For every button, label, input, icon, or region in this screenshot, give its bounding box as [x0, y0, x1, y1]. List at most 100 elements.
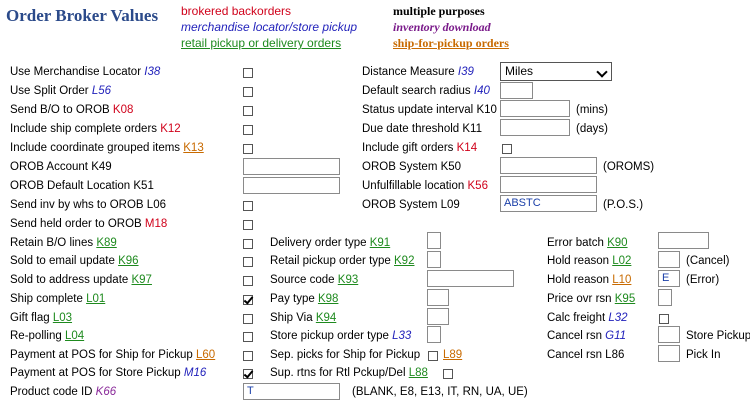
- legend-multiple-purposes: multiple purposes: [393, 4, 485, 18]
- product-code-options-note: (BLANK, E8, E13, IT, RN, UA, UE): [352, 386, 528, 398]
- include-gift-orders-label: Include gift orders K14: [362, 142, 478, 154]
- sold-to-address-checkbox[interactable]: [243, 276, 253, 286]
- page-title: Order Broker Values: [6, 6, 159, 25]
- re-polling-label: Re-polling L04: [10, 330, 85, 342]
- default-search-radius-input[interactable]: [500, 82, 533, 99]
- due-date-threshold-label: Due date threshold K11: [362, 123, 482, 135]
- include-gift-orders-checkbox[interactable]: [502, 144, 512, 154]
- use-merchandise-locator-label: Use Merchandise Locator I38: [10, 66, 161, 78]
- error-note: (Error): [686, 274, 720, 286]
- source-code-label: Source code K93: [270, 274, 359, 286]
- legend-retail-pickup: retail pickup or delivery orders: [181, 36, 342, 50]
- re-polling-checkbox[interactable]: [243, 332, 253, 342]
- legend-ship-for-pickup: ship-for-pickup orders: [393, 36, 509, 50]
- retain-bo-lines-label: Retain B/O lines K89: [10, 237, 117, 249]
- orob-system-input[interactable]: [500, 157, 597, 174]
- error-batch-input[interactable]: [658, 232, 709, 249]
- error-batch-label: Error batch K90: [547, 237, 628, 249]
- pick-in-note: Pick In: [686, 349, 721, 361]
- legend-inventory-download: inventory download: [393, 20, 491, 34]
- gift-flag-label: Gift flag L03: [10, 312, 73, 324]
- gift-flag-checkbox[interactable]: [243, 314, 253, 324]
- legend-brokered-backorders: brokered backorders: [181, 4, 292, 18]
- sep-picks-code: L89: [443, 349, 463, 361]
- ship-complete-orders-checkbox[interactable]: [243, 125, 253, 135]
- store-pickup-order-type-input[interactable]: [427, 326, 441, 343]
- default-search-radius-label: Default search radius I40: [362, 85, 490, 97]
- send-held-order-checkbox[interactable]: [243, 220, 253, 230]
- retail-pickup-order-type-label: Retail pickup order type K92: [270, 255, 415, 267]
- hold-reason-error-label: Hold reason L10: [547, 274, 632, 286]
- orob-default-location-input[interactable]: [243, 177, 340, 194]
- ship-via-input[interactable]: [427, 308, 449, 325]
- delivery-order-type-input[interactable]: [427, 232, 441, 249]
- due-date-threshold-input[interactable]: [500, 119, 570, 136]
- sep-picks-checkbox[interactable]: [428, 351, 438, 361]
- sold-to-email-checkbox[interactable]: [243, 257, 253, 267]
- calc-freight-checkbox[interactable]: [659, 314, 669, 324]
- source-code-input[interactable]: [427, 270, 514, 287]
- cancel-rsn-store-input[interactable]: [658, 326, 680, 343]
- legend-merchandise-locator: merchandise locator/store pickup: [181, 20, 358, 34]
- pay-type-label: Pay type K98: [270, 293, 339, 305]
- orob-system-label: OROB System K50: [362, 161, 462, 173]
- send-inv-by-whs-checkbox[interactable]: [243, 201, 253, 211]
- calc-freight-label: Calc freight L32: [547, 312, 628, 324]
- use-split-order-label: Use Split Order L56: [10, 85, 111, 97]
- orob-account-input[interactable]: [243, 158, 340, 175]
- chevron-down-icon: [596, 66, 608, 78]
- send-bo-label: Send B/O to OROB K08: [10, 104, 134, 116]
- store-pickup-note: Store Pickup: [686, 330, 750, 342]
- orob-system-pos-label: OROB System L09: [362, 199, 460, 211]
- ship-complete-checkbox[interactable]: [243, 295, 253, 305]
- ship-complete-orders-label: Include ship complete orders K12: [10, 123, 181, 135]
- sup-rtns-label: Sup. rtns for Rtl Pckup/Del L88: [270, 367, 428, 379]
- days-note: (days): [576, 123, 608, 135]
- coordinate-grouped-checkbox[interactable]: [243, 144, 253, 154]
- use-merchandise-locator-checkbox[interactable]: [243, 68, 253, 78]
- sold-to-email-label: Sold to email update K96: [10, 255, 139, 267]
- hold-reason-error-input[interactable]: E: [658, 270, 680, 287]
- unfulfillable-location-label: Unfulfillable location K56: [362, 180, 488, 192]
- payment-pos-store-label: Payment at POS for Store Pickup M16: [10, 367, 207, 379]
- sup-rtns-checkbox[interactable]: [443, 369, 453, 379]
- mins-note: (mins): [576, 104, 608, 116]
- unfulfillable-location-input[interactable]: [500, 176, 597, 193]
- status-update-interval-label: Status update interval K10: [362, 104, 497, 116]
- product-code-id-input[interactable]: T: [243, 383, 340, 400]
- hold-reason-cancel-input[interactable]: [658, 251, 680, 268]
- sep-picks-label: Sep. picks for Ship for Pickup: [270, 349, 421, 361]
- sold-to-address-label: Sold to address update K97: [10, 274, 152, 286]
- use-split-order-checkbox[interactable]: [243, 87, 253, 97]
- coordinate-grouped-label: Include coordinate grouped items K13: [10, 142, 204, 154]
- retail-pickup-order-type-input[interactable]: [427, 251, 441, 268]
- retain-bo-lines-checkbox[interactable]: [243, 239, 253, 249]
- payment-pos-ship-label: Payment at POS for Ship for Pickup L60: [10, 349, 216, 361]
- send-bo-checkbox[interactable]: [243, 106, 253, 116]
- ship-via-label: Ship Via K94: [270, 312, 337, 324]
- orob-system-pos-input[interactable]: ABSTC: [500, 195, 597, 212]
- cancel-rsn-pick-input[interactable]: [658, 345, 680, 362]
- status-update-interval-input[interactable]: [500, 100, 570, 117]
- cancel-rsn-pick-label: Cancel rsn L86: [547, 349, 625, 361]
- distance-measure-label: Distance Measure I39: [362, 66, 474, 78]
- send-inv-by-whs-label: Send inv by whs to OROB L06: [10, 199, 166, 211]
- product-code-id-label: Product code ID K66: [10, 386, 117, 398]
- price-ovr-rsn-input[interactable]: [658, 289, 672, 306]
- price-ovr-rsn-label: Price ovr rsn K95: [547, 293, 636, 305]
- send-held-order-label: Send held order to OROB M18: [10, 218, 168, 230]
- orob-default-location-label: OROB Default Location K51: [10, 180, 154, 192]
- oroms-note: (OROMS): [603, 161, 655, 173]
- store-pickup-order-type-label: Store pickup order type L33: [270, 330, 412, 342]
- ship-complete-label: Ship complete L01: [10, 293, 106, 305]
- pos-note: (P.O.S.): [603, 199, 644, 211]
- distance-measure-select[interactable]: Miles: [500, 62, 612, 81]
- cancel-rsn-store-label: Cancel rsn G11: [547, 330, 627, 342]
- hold-reason-cancel-label: Hold reason L02: [547, 255, 632, 267]
- payment-pos-ship-checkbox[interactable]: [243, 351, 253, 361]
- pay-type-input[interactable]: [427, 289, 449, 306]
- cancel-note: (Cancel): [686, 255, 730, 267]
- orob-account-label: OROB Account K49: [10, 161, 112, 173]
- payment-pos-store-checkbox[interactable]: [243, 369, 253, 379]
- delivery-order-type-label: Delivery order type K91: [270, 237, 391, 249]
